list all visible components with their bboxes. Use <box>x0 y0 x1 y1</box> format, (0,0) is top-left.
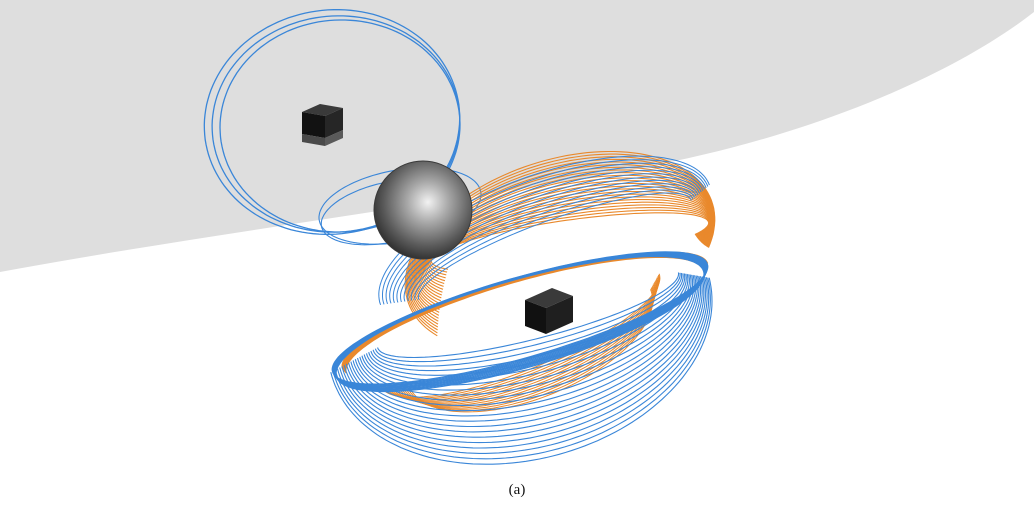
blue-orbit <box>343 276 703 433</box>
blue-orbit <box>336 276 708 449</box>
blue-orbit <box>377 272 680 359</box>
blue-orbit <box>334 277 710 454</box>
blue-orbit <box>403 179 699 302</box>
blue-orbit <box>385 162 707 305</box>
orange-orbit <box>411 166 714 319</box>
blue-orbit <box>352 275 697 412</box>
blue-orbit-family <box>330 155 713 465</box>
orange-orbit <box>408 158 715 328</box>
orange-orbit <box>418 182 713 302</box>
blue-orbit <box>392 169 704 304</box>
blue-orbit <box>417 192 692 300</box>
upper-cube <box>302 104 343 146</box>
orange-orbit <box>425 198 711 285</box>
blue-orbit <box>361 274 690 391</box>
blue-orbit <box>399 176 700 303</box>
blue-orbit <box>389 166 705 304</box>
blue-orbit <box>350 275 698 417</box>
orange-orbit <box>414 174 713 310</box>
central-sphere <box>373 160 473 260</box>
blue-orbit <box>414 189 694 301</box>
blue-orbit <box>407 183 697 302</box>
orange-orbit <box>422 193 712 290</box>
orange-orbit <box>423 196 711 287</box>
blue-orbit <box>330 277 713 465</box>
lower-cube <box>525 288 573 334</box>
blue-orbit <box>374 272 681 363</box>
blue-orbit <box>345 275 702 428</box>
blue-orbit <box>348 275 700 422</box>
orange-orbit <box>420 188 712 296</box>
figure-caption: (a) <box>508 482 526 498</box>
orange-orbit <box>406 156 715 331</box>
orange-orbit <box>417 180 713 305</box>
blue-orbit <box>372 272 683 367</box>
orange-orbit <box>409 161 715 325</box>
equatorial-ring <box>335 255 705 393</box>
blue-orbit <box>339 276 706 444</box>
blue-orbit <box>341 276 705 438</box>
blue-orbit <box>410 186 696 301</box>
blue-orbit <box>396 173 702 303</box>
orange-orbit <box>413 172 714 313</box>
blue-orbit <box>332 277 711 460</box>
orange-orbit <box>410 164 714 322</box>
reference-plane <box>0 0 1034 272</box>
blue-orbit <box>354 274 695 406</box>
blue-orbit <box>382 159 709 305</box>
orange-orbit <box>421 190 712 293</box>
blue-orbit <box>378 155 710 306</box>
